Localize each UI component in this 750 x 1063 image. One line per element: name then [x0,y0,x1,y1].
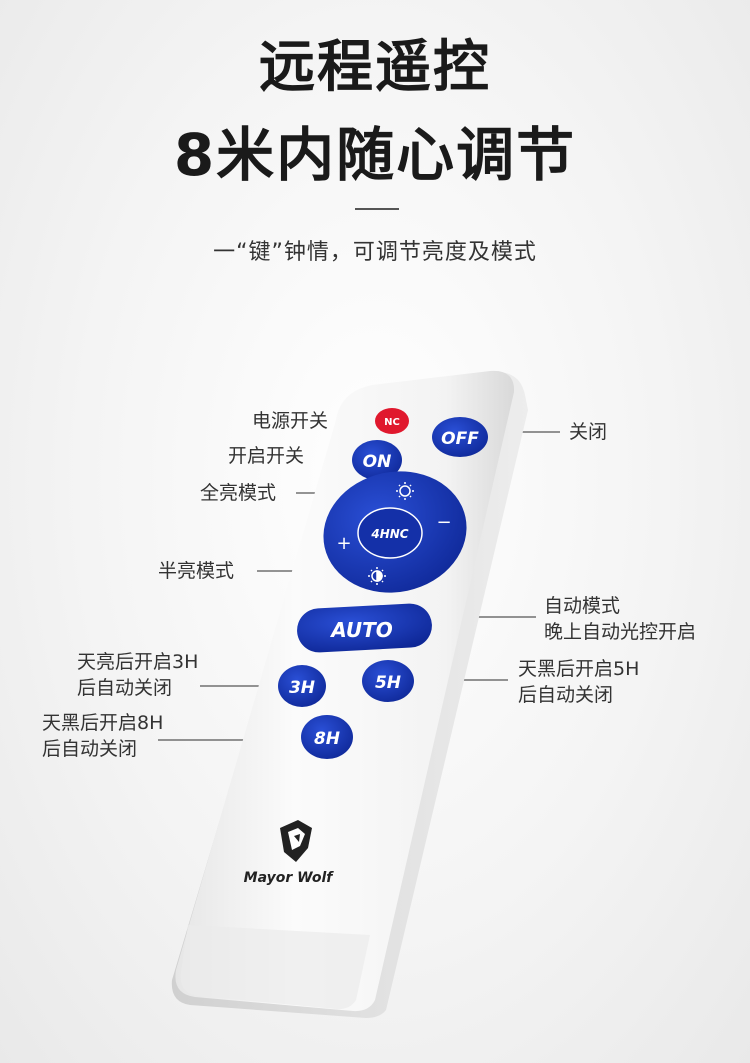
callout-full-brightness: 全亮模式 [200,482,277,504]
remote-body [171,370,528,1019]
plus-label: + [336,533,351,554]
label-5h: 5H [375,673,401,693]
callout-power: 电源开关 [252,410,329,432]
auto-button[interactable]: AUTO [296,602,433,653]
auto-label: AUTO [329,618,392,642]
label-8h: 8H [314,729,340,749]
minus-label: − [436,512,451,533]
divider [355,208,399,210]
callout-auto: 自动模式晚上自动光控开启 [544,595,697,643]
brand-label: Mayor Wolf [244,870,335,886]
off-label: OFF [441,429,479,449]
label-3h: 3H [289,678,315,698]
dpad[interactable]: 4HNC + − [312,458,478,605]
wolf-logo-icon [280,820,312,862]
button-8h[interactable]: 8H [301,715,353,759]
nc-label: NC [384,417,400,428]
button-3h[interactable]: 3H [278,665,326,707]
subtitle: 一“键”钟情，可调节亮度及模式 [213,240,537,265]
callout-on: 开启开关 [228,445,305,467]
on-button[interactable]: ON [352,440,402,480]
sun-bright-icon [396,482,414,500]
callout-off: 关闭 [569,421,608,443]
on-label: ON [363,452,392,472]
callout-half-brightness: 半亮模式 [158,560,235,582]
button-5h[interactable]: 5H [362,660,414,702]
headline-line2: 8米内随心调节 [173,121,577,189]
headline-line1: 远程遥控 [259,35,491,100]
center-label: 4HNC [370,527,408,541]
off-button[interactable]: OFF [432,417,488,457]
nc-button[interactable]: NC [375,408,409,434]
sun-half-icon [368,567,386,585]
